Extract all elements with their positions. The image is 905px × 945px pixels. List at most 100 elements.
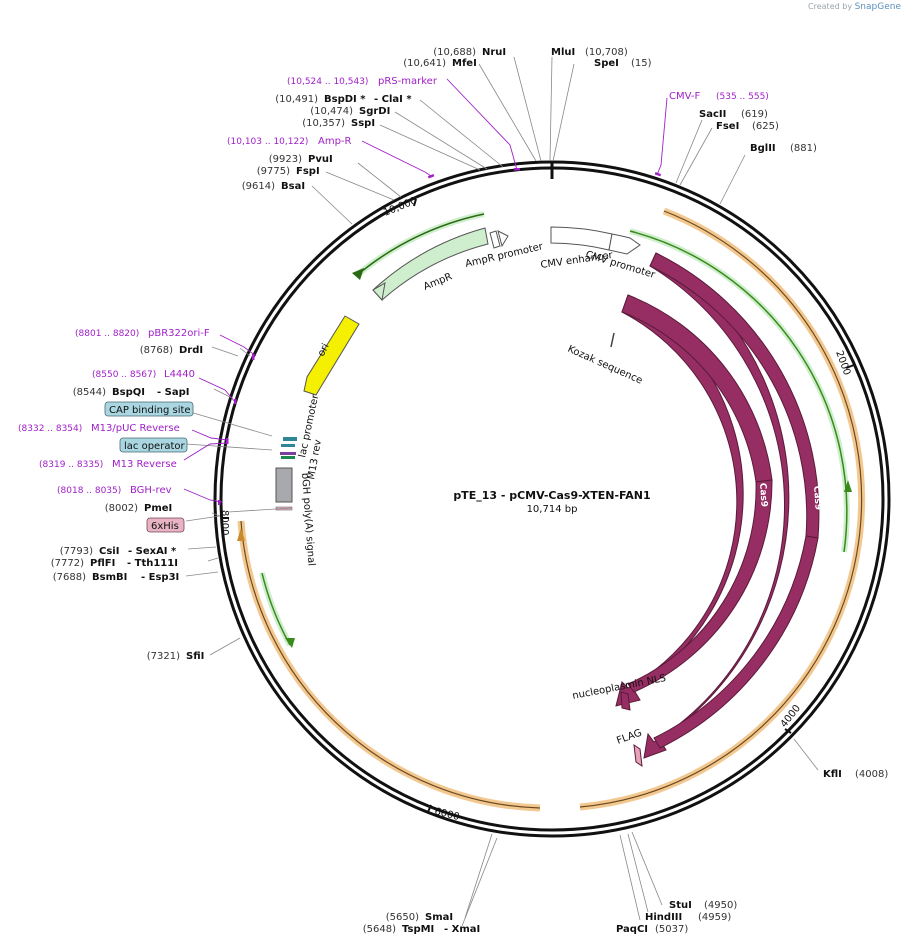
site-MluI: MluI xyxy=(551,47,575,58)
site-DrdI: DrdI xyxy=(179,345,203,356)
ori-arrow xyxy=(303,315,360,396)
cmv-enhancer-box xyxy=(550,226,613,251)
site-BspQI: BspQI xyxy=(112,387,145,398)
site-BspDI: BspDI * xyxy=(324,94,366,105)
site-BspQI-pos: (8544) xyxy=(73,387,106,398)
site-MfeI-pos: (10,641) xyxy=(403,58,446,69)
his-tag-label: 6xHis xyxy=(151,521,179,532)
primer-L4440-range: (8550 .. 8567) xyxy=(92,370,156,380)
site-SacII-pos: (619) xyxy=(741,109,768,120)
primer-pRS: pRS-marker xyxy=(378,76,438,87)
primer-M13pUC: M13/pUC Reverse xyxy=(91,423,180,434)
his-tag-box xyxy=(146,517,185,533)
site-SgrDI-pos: (10,474) xyxy=(310,106,353,117)
site-SspI-pos: (10,357) xyxy=(302,118,345,129)
flag-label: FLAG xyxy=(615,728,643,747)
site-SapI: - SapI xyxy=(157,387,189,398)
cas9-outer-arrow xyxy=(643,252,790,759)
plasmid-size: 10,714 bp xyxy=(527,504,578,515)
leader-lines xyxy=(185,56,819,927)
primer-AmpR-range: (10,103 .. 10,122) xyxy=(227,137,308,147)
site-NruI: NruI xyxy=(482,47,506,58)
site-MfeI: MfeI xyxy=(452,58,477,69)
primer-marks xyxy=(218,168,662,505)
site-FseI-pos: (625) xyxy=(752,121,779,132)
primer-L4440: L4440 xyxy=(164,369,195,380)
lac-operator-mark xyxy=(283,437,297,441)
bgh-label: bGH poly(A) signal xyxy=(299,472,316,566)
site-PvuI-pos: (9923) xyxy=(269,154,302,165)
primer-pRS-range: (10,524 .. 10,543) xyxy=(287,77,368,87)
scale-ticks xyxy=(221,198,855,813)
lac-operator-box xyxy=(119,437,188,453)
site-CsiI: CsiI xyxy=(99,546,119,557)
site-BsaI: BsaI xyxy=(281,181,305,192)
site-KflI: KflI xyxy=(823,769,842,780)
site-HindIII: HindIII xyxy=(645,912,682,923)
primer-lines xyxy=(183,78,668,503)
site-PaqCI-pos: (5037) xyxy=(655,924,688,935)
site-BglII: BglII xyxy=(750,143,776,154)
kozak-mark xyxy=(610,332,615,348)
site-DrdI-pos: (8768) xyxy=(140,345,173,356)
primer-pBR: pBR322ori-F xyxy=(148,328,210,339)
snapgene-credit: Created by SnapGene xyxy=(808,2,901,12)
site-labels-right: MluI (10,708) SpeI (15) SacII (619) FseI… xyxy=(551,47,888,935)
primer-CMVF: CMV-F xyxy=(669,91,700,102)
primer-CMVF-range: (535 .. 555) xyxy=(716,92,769,102)
site-PmeI: PmeI xyxy=(144,503,172,514)
cas9-arrows xyxy=(615,252,820,768)
primer-BGH: BGH-rev xyxy=(130,485,172,496)
cas9-outer-label: Cas9 xyxy=(811,486,823,511)
ampr-promoter-box xyxy=(489,230,501,249)
site-SpeI: SpeI xyxy=(594,58,619,69)
site-KflI-pos: (4008) xyxy=(855,769,888,780)
cap-binding-label: CAP binding site xyxy=(109,405,191,416)
site-BglII-pos: (881) xyxy=(790,143,817,154)
site-FseI: FseI xyxy=(716,121,739,132)
flag-marker xyxy=(633,743,643,768)
site-CsiI-pos: (7793) xyxy=(60,546,93,557)
primer-M13rev-range: (8319 .. 8335) xyxy=(39,460,103,470)
site-SfiI-pos: (7321) xyxy=(147,651,180,662)
site-StuI: StuI xyxy=(669,900,692,911)
snapgene-brand: SnapGene xyxy=(854,2,901,12)
site-SacII: SacII xyxy=(699,109,726,120)
site-BsmBI-pos: (7688) xyxy=(53,572,86,583)
site-Tth111I: - Tth111I xyxy=(127,558,178,569)
site-TspMI: TspMI xyxy=(402,924,434,935)
site-SmaI-pos: (5650) xyxy=(386,912,419,923)
site-SpeI-pos: (15) xyxy=(631,58,652,69)
site-BsaI-pos: (9614) xyxy=(242,181,275,192)
primer-pBR-range: (8801 .. 8820) xyxy=(75,329,139,339)
site-HindIII-pos: (4959) xyxy=(698,912,731,923)
tick-label-8000: 8000 xyxy=(219,510,230,535)
cas9-inner-label: Cas9 xyxy=(757,483,769,508)
site-PmeI-pos: (8002) xyxy=(105,503,138,514)
site-SfiI: SfiI xyxy=(186,651,204,662)
site-labels-left: (10,688) NruI (10,641) MfeI (10,491) Bsp… xyxy=(51,47,506,935)
site-Esp3I: - Esp3I xyxy=(141,572,179,583)
primer-labels: (10,524 .. 10,543) pRS-marker (10,103 ..… xyxy=(18,76,769,496)
ori-label: ori xyxy=(316,342,332,359)
site-SgrDI: SgrDI xyxy=(359,106,390,117)
plasmid-title: pTE_13 - pCMV-Cas9-XTEN-FAN1 xyxy=(453,489,650,502)
site-BspDI-pos: (10,491) xyxy=(275,94,318,105)
site-PflFI: PflFI xyxy=(90,558,115,569)
top-features xyxy=(275,226,641,511)
site-PvuI: PvuI xyxy=(308,154,333,165)
green-arc-left xyxy=(259,572,293,647)
cmv-promoter-box xyxy=(608,233,641,255)
site-MluI-pos: (10,708) xyxy=(585,47,628,58)
site-NruI-pos: (10,688) xyxy=(433,47,476,58)
site-XmaI: - XmaI xyxy=(444,924,480,935)
site-BsmBI: BsmBI xyxy=(92,572,127,583)
primer-M13rev: M13 Reverse xyxy=(112,459,177,470)
site-ClaI: - ClaI * xyxy=(374,94,412,105)
site-FspI: FspI xyxy=(296,166,320,177)
site-SmaI: SmaI xyxy=(425,912,453,923)
primer-BGH-range: (8018 .. 8035) xyxy=(57,486,121,496)
site-PaqCI: PaqCI xyxy=(616,924,648,935)
site-SexAI: - SexAI * xyxy=(128,546,177,557)
